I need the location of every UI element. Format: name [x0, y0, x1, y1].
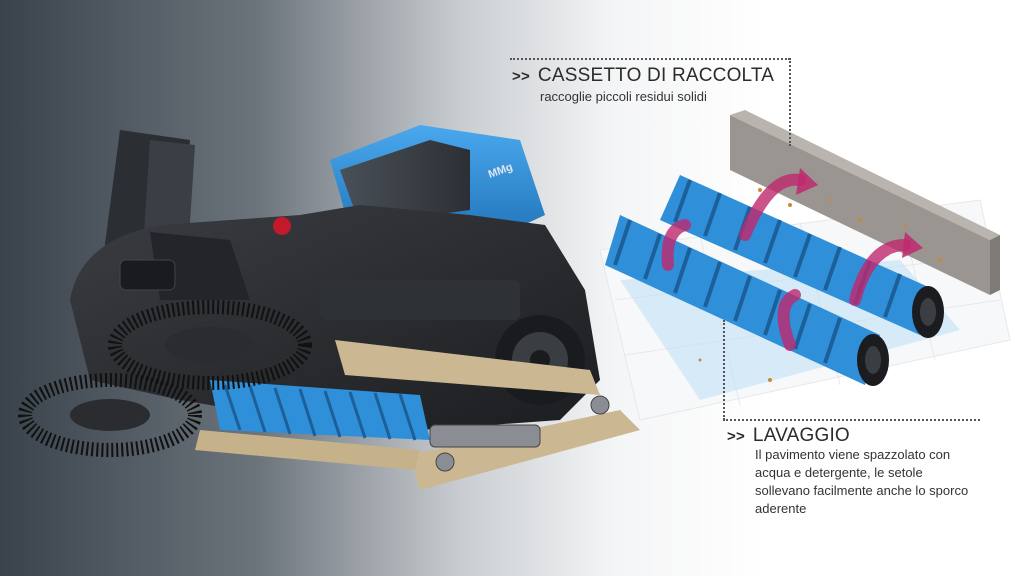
rotation-arrowhead-icon	[796, 168, 923, 258]
washing-callout-description: Il pavimento viene spazzolato con acqua …	[755, 446, 968, 518]
callout-marker-icon: >>	[512, 68, 530, 85]
machine-red-knob	[273, 217, 291, 235]
collection-title-text: CASSETTO DI RACCOLTA	[537, 65, 775, 86]
collection-leader-vertical	[789, 58, 791, 146]
rotation-arrow-icon	[661, 173, 911, 351]
washing-title-text: LAVAGGIO	[752, 425, 850, 446]
side-broom-left	[18, 373, 202, 457]
collection-tray	[730, 110, 1000, 295]
squeegee-caster-assembly	[429, 395, 610, 472]
washing-leader-vertical	[723, 320, 725, 420]
washing-description-line: aderente	[755, 501, 807, 516]
machine-squeegee	[335, 340, 600, 395]
machine-brush	[210, 380, 430, 441]
washing-description-line: Il pavimento viene spazzolato con	[755, 447, 951, 462]
cylindrical-brush-lower	[605, 215, 889, 386]
collection-callout-title: >> CASSETTO DI RACCOLTA	[512, 65, 774, 87]
collection-callout-description: raccoglie piccoli residui solidi	[540, 89, 707, 104]
side-broom-right	[108, 300, 312, 390]
washing-callout-title: >> LAVAGGIO	[727, 425, 850, 447]
washing-description-line: acqua e detergente, le setole	[755, 465, 923, 480]
cylindrical-brush-upper	[660, 175, 944, 338]
callout-marker-icon: >>	[727, 428, 745, 445]
collection-leader-horizontal	[510, 58, 790, 60]
washing-leader-horizontal	[723, 419, 980, 421]
washing-description-line: sollevano facilmente anche lo sporco	[755, 483, 969, 498]
debris-particles	[698, 188, 942, 382]
